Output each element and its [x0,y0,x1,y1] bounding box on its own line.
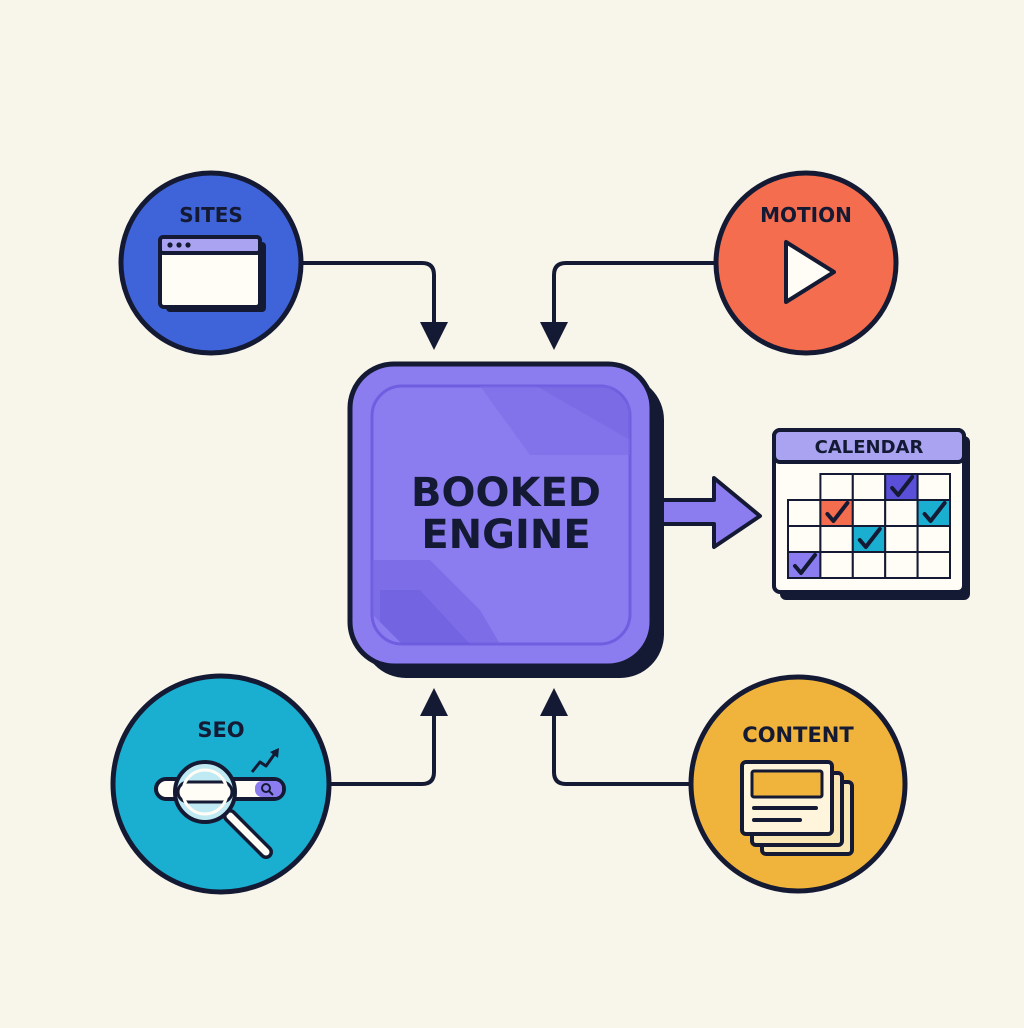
sites-label: SITES [179,203,243,227]
seo-node: SEO [110,673,332,895]
calendar-cell [851,473,887,501]
motion-node: MOTION [713,170,899,356]
calendar-cell [787,499,822,527]
calendar-label: CALENDAR [815,437,924,458]
calendar-cell [884,551,919,579]
engine-title-line1: BOOKED [411,470,601,516]
search-icon [154,748,286,859]
connector-seo [328,710,436,786]
calendar-cell [916,551,951,579]
arrowhead-seo [420,688,448,716]
checkmark-icon [922,501,947,523]
connector-sites [300,261,436,328]
calendar-cell [916,525,951,553]
play-icon [784,240,836,304]
calendar-cell [851,551,887,579]
documents-icon [740,760,854,856]
connector-content [552,710,692,786]
connectors [300,261,716,786]
engine-title-line2: ENGINE [421,512,590,558]
arrowhead-motion [540,322,568,350]
calendar-cell [787,525,822,553]
arrowhead-content [540,688,568,716]
calendar-cell [884,525,919,553]
checkmark-icon [890,475,915,497]
checkmark-icon [793,553,817,575]
calendar-cell [819,473,854,501]
calendar-cell [819,525,854,553]
arrowhead-sites [420,322,448,350]
calendar-node: CALENDAR [772,428,970,600]
connector-motion [552,261,716,328]
content-label: CONTENT [742,723,854,747]
motion-label: MOTION [760,203,852,227]
content-node: CONTENT [688,674,908,894]
booked-engine-node: BOOKED ENGINE [347,361,664,678]
checkmark-icon [857,527,882,549]
calendar-cell [819,551,854,579]
calendar-cell [851,499,887,527]
checkmark-icon [825,501,850,523]
sites-node: SITES [118,170,304,356]
browser-window-icon [158,235,266,312]
calendar-cell [884,499,919,527]
output-arrow [646,476,762,549]
calendar-grid [787,473,951,579]
seo-label: SEO [197,718,244,742]
calendar-cell [916,473,951,501]
